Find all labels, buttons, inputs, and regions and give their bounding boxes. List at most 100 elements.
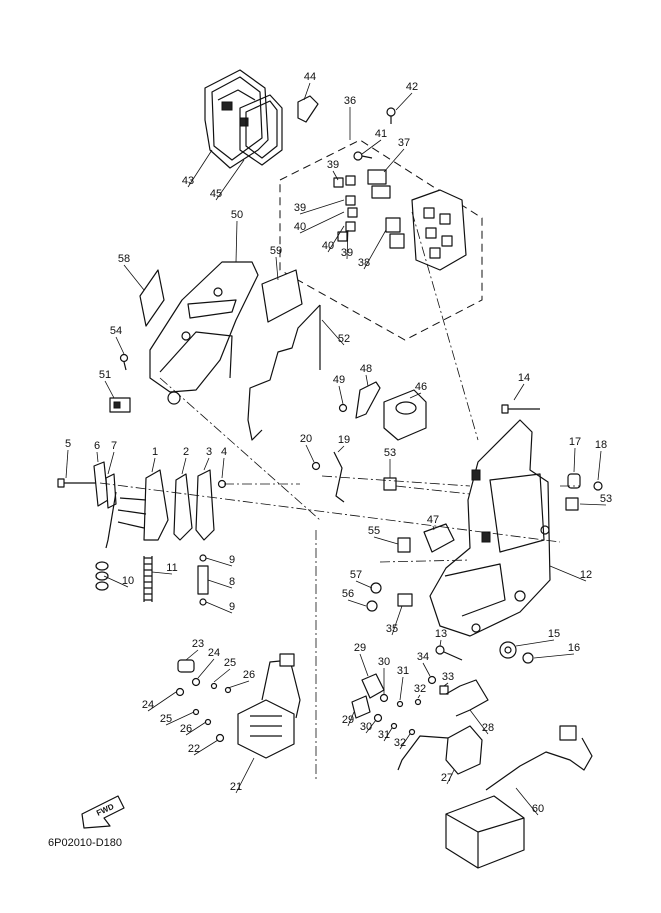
part-11-spring[interactable] [143,556,153,602]
part-33-nut[interactable] [439,685,449,695]
fwd-arrow-icon: FWD [81,795,125,829]
leader-line-31 [383,727,393,742]
leader-line-44 [303,82,311,101]
callout-9: 9 [229,554,235,566]
part-53-clamp[interactable] [383,477,579,511]
part-23-sensor[interactable] [177,659,195,673]
part-12-bracket[interactable] [429,419,551,637]
part-27-relay[interactable] [397,725,483,775]
part-7-plate[interactable] [105,473,117,509]
part-18-screw[interactable] [593,481,603,491]
callout-12: 12 [580,569,592,581]
part-29-sensor[interactable] [351,673,385,719]
relay-block[interactable] [411,189,467,271]
leader-line-40 [299,211,345,234]
leader-line-56 [347,599,367,607]
leader-line-16 [533,653,575,659]
callout-22: 22 [188,743,200,755]
callout-17: 17 [569,436,581,448]
part-60-cable[interactable] [485,725,593,791]
part-38-relay[interactable] [385,217,405,249]
part-41-screw[interactable] [353,151,373,161]
part-34-screw[interactable] [427,675,437,685]
part-48-plate[interactable] [355,381,381,419]
part-9-clip[interactable] [199,554,207,606]
part-24-screw[interactable] [175,677,201,697]
part-31-washer[interactable] [390,700,404,730]
leader-line-46 [409,392,422,399]
part-25-washer[interactable] [192,682,218,716]
leader-line-29 [347,711,355,727]
callout-32: 32 [414,683,426,695]
callout-27: 27 [441,772,453,784]
part-51-connector[interactable] [109,397,131,413]
part-8-sleeve[interactable] [197,565,209,595]
part-16-washer[interactable] [522,652,534,664]
callout-51: 51 [99,369,111,381]
leader-line-3 [203,457,210,471]
leader-line-39 [332,170,339,181]
callout-16: 16 [568,642,580,654]
leader-line-33 [443,682,449,687]
part-3-cover[interactable] [195,469,215,541]
callout-35: 35 [386,623,398,635]
part-35-connector[interactable] [397,593,413,607]
part-54-screw[interactable] [119,353,129,371]
leader-line-27 [446,769,455,785]
part-47-cap[interactable] [423,523,455,553]
callout-1: 1 [152,446,158,458]
part-57-washer[interactable] [370,582,382,594]
part-14-bolt[interactable] [501,404,540,414]
part-43-cover[interactable] [204,69,269,169]
callout-31: 31 [397,665,409,677]
part-2-gasket[interactable] [173,473,193,541]
part-37-relay[interactable] [367,169,391,199]
part-13-bolt[interactable] [435,645,463,661]
part-59-label[interactable] [261,269,303,323]
part-42-screw[interactable] [386,107,396,124]
part-15-grommet[interactable] [499,641,517,659]
leader-line-43 [187,149,213,188]
callout-46: 46 [415,381,427,393]
part-1-cdi-unit[interactable] [105,469,169,549]
part-50-bracket[interactable] [149,261,259,405]
part-5-bolt[interactable] [57,478,96,488]
leader-line-54 [115,336,125,355]
part-56-nut[interactable] [366,600,378,612]
part-20-screw[interactable] [311,461,321,471]
callout-4: 4 [221,446,227,458]
callout-45: 45 [210,188,222,200]
callout-30: 30 [360,721,372,733]
callout-8: 8 [229,576,235,588]
part-21-rectifier[interactable] [237,653,301,759]
part-45-gasket[interactable] [239,94,283,166]
callout-48: 48 [360,363,372,375]
part-10-cap[interactable] [95,561,109,591]
part-19-wire[interactable] [333,451,345,503]
part-26-washer[interactable] [204,686,232,726]
part-44-clip[interactable] [297,95,319,123]
leader-line-23 [185,649,199,661]
part-49-screw[interactable] [338,403,348,413]
callout-18: 18 [595,439,607,451]
part-28-wire[interactable] [445,679,489,717]
callout-20: 20 [300,433,312,445]
leader-line-41 [361,139,382,155]
callout-21: 21 [230,781,242,793]
leader-line-24 [197,658,215,679]
part-30-screw[interactable] [373,693,389,723]
callout-7: 7 [111,440,117,452]
part-52-wire[interactable] [247,304,321,441]
part-39-grommet[interactable] [333,175,356,232]
part-55-sensor[interactable] [397,537,411,553]
callout-41: 41 [375,128,387,140]
leader-line-42 [395,92,413,111]
part-46-grommet[interactable] [383,389,427,441]
leader-line-25 [213,668,231,683]
part-58-label[interactable] [139,269,165,327]
part-17-grommet[interactable] [567,473,581,489]
callout-34: 34 [417,651,429,663]
part-32-washer[interactable] [408,698,422,736]
part-22-screw[interactable] [215,733,225,743]
callout-49: 49 [333,374,345,386]
